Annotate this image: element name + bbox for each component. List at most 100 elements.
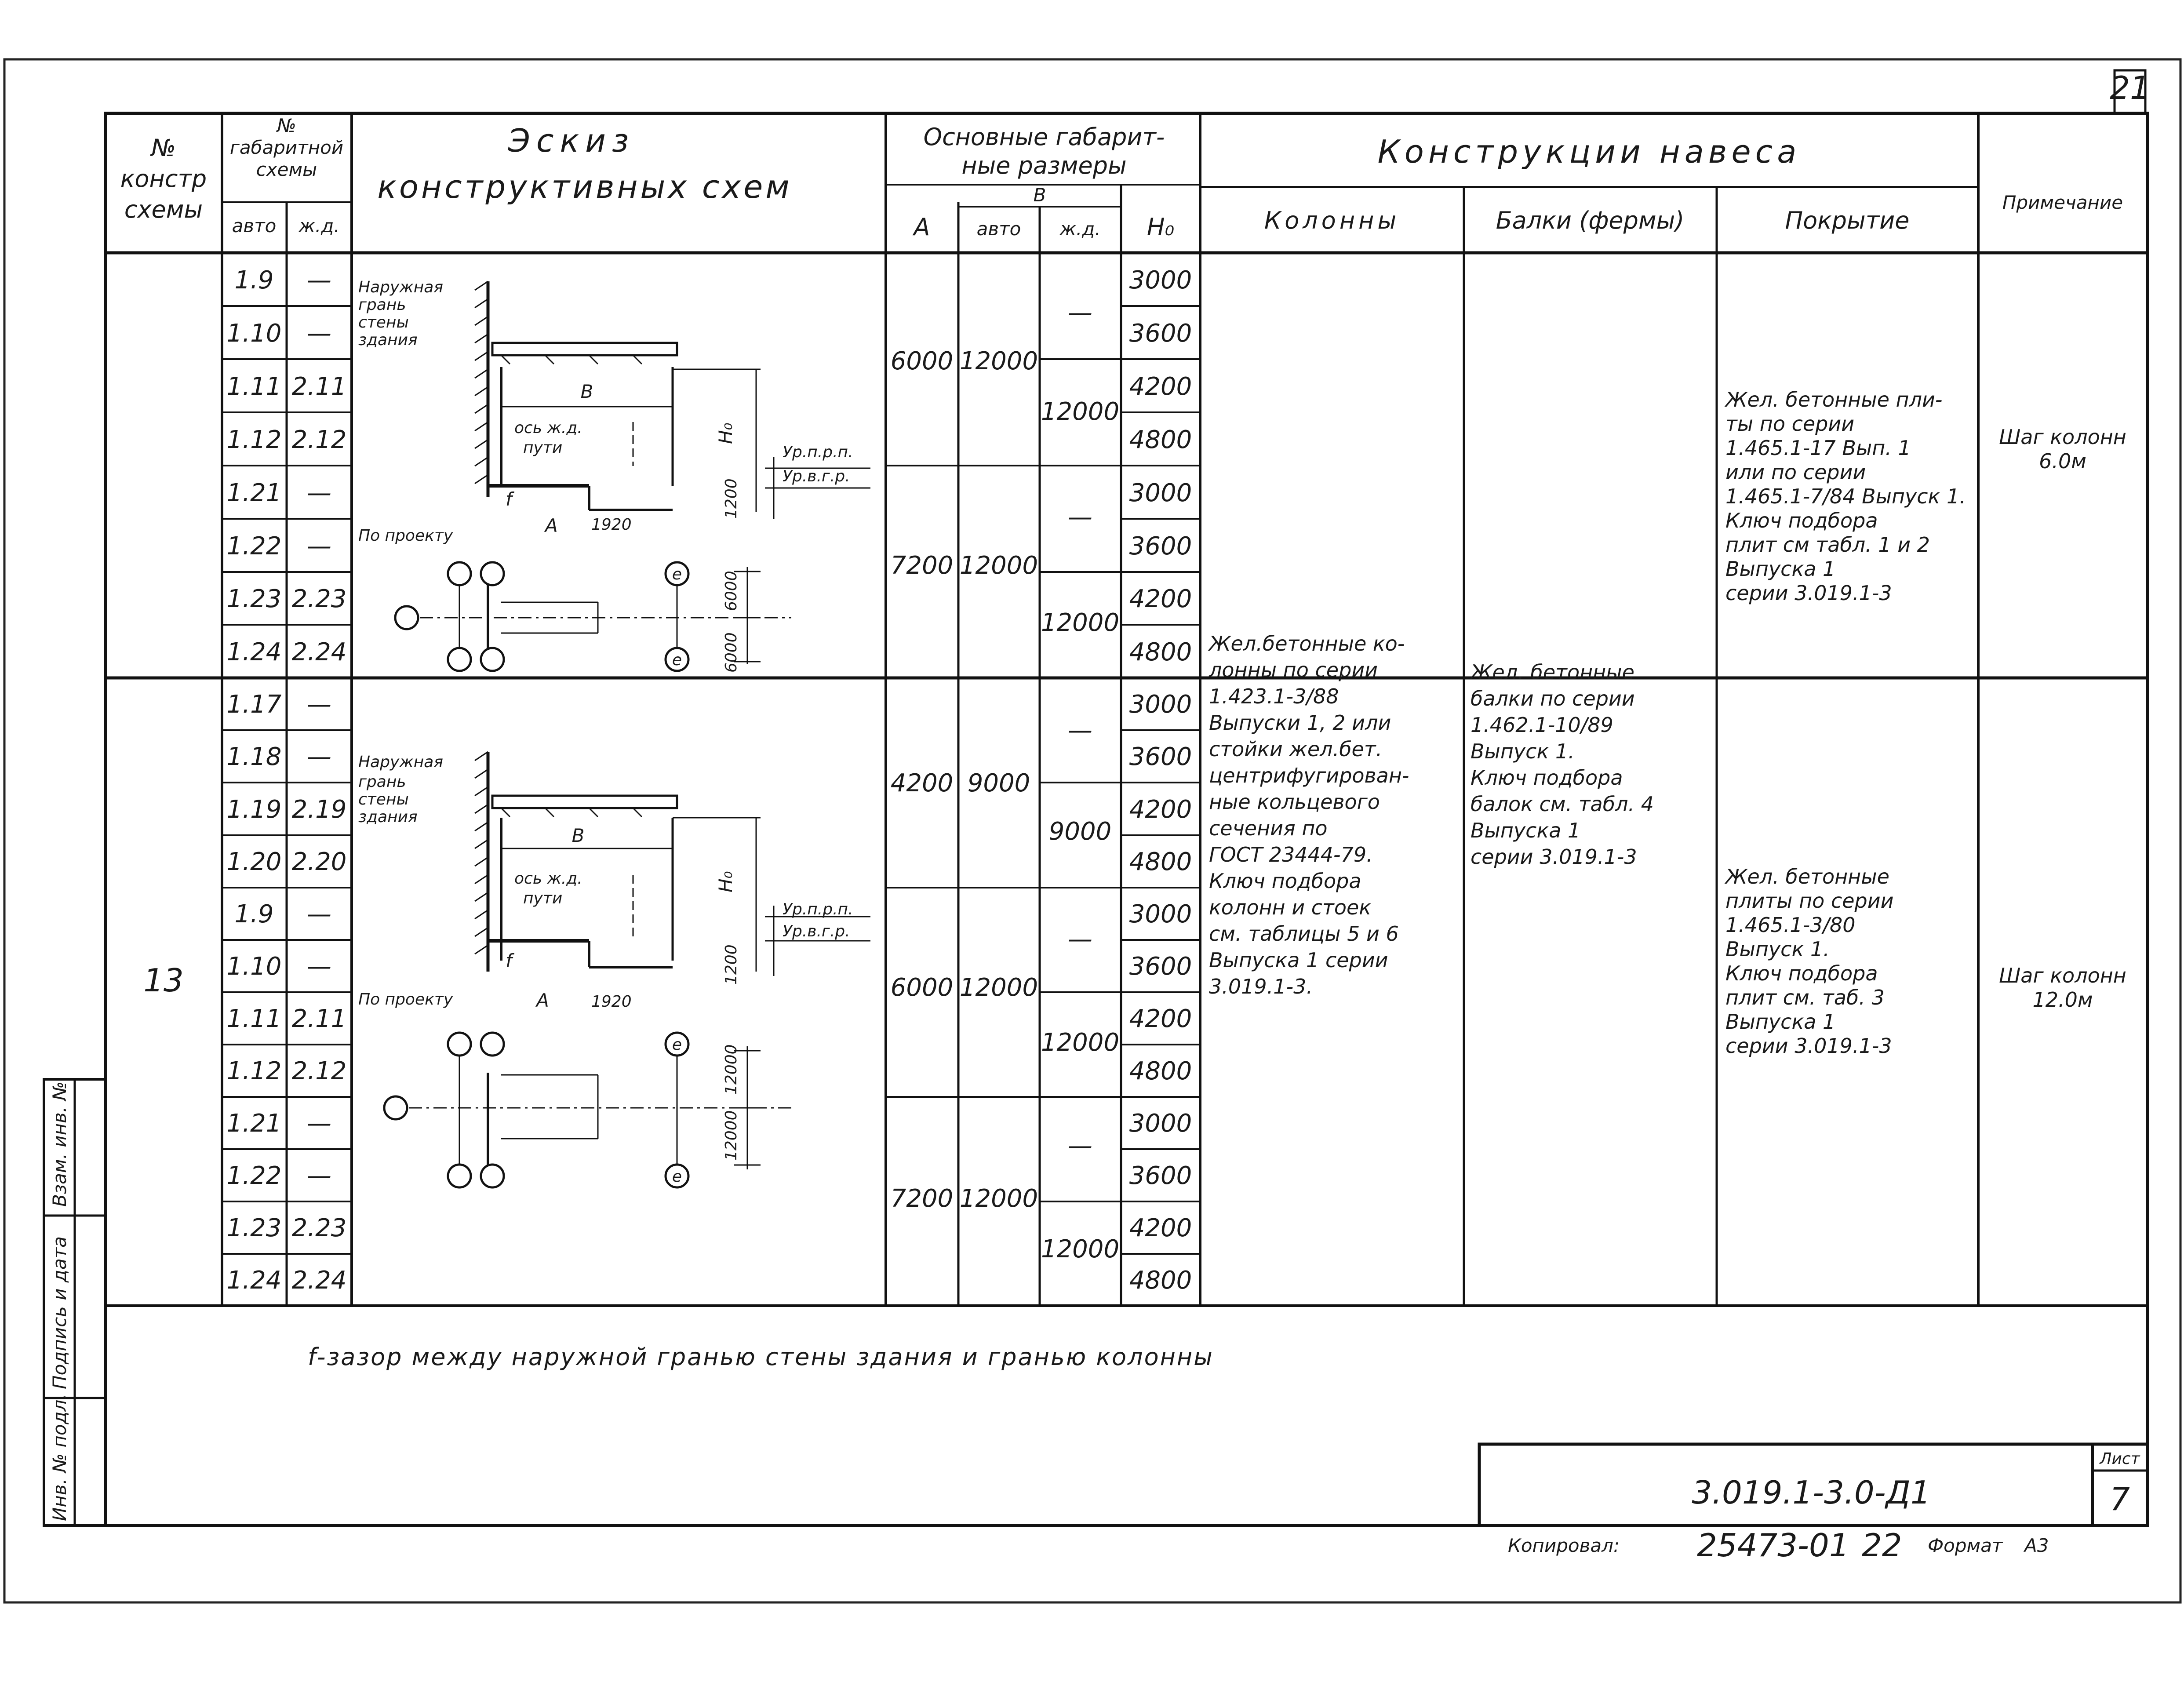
columns-text: центрифугирован- — [1209, 764, 1409, 787]
row-h0: 4800 — [1129, 848, 1192, 876]
dim-b-rail: 12000 — [1041, 1028, 1119, 1057]
dim-b-auto: 12000 — [960, 1184, 1038, 1213]
columns-text: Выпуски 1, 2 или — [1209, 711, 1391, 735]
header-note: Примечание — [2002, 192, 2123, 213]
dim-b-rail: 12000 — [1041, 397, 1119, 426]
beams-description: Жел. бетонные балки по серии 1.462.1-10/… — [1469, 660, 1654, 869]
row-rail: — — [307, 532, 331, 561]
sketch-wall-label: здания — [358, 331, 418, 349]
row-rail: — — [307, 1161, 331, 1190]
row-rail: — — [307, 952, 331, 981]
row-h0: 4200 — [1129, 1214, 1192, 1242]
dim-a: 4200 — [891, 769, 954, 797]
group2-rows: 13 1.17 — 3000 1.18 — 3600 1.19 2.19 420… — [143, 690, 2126, 1295]
sketch-dim-1200: 1200 — [722, 944, 740, 985]
sketch-wall-label: Наружная — [358, 278, 443, 296]
dim-b-rail: 12000 — [1041, 1235, 1119, 1263]
row-auto: 1.21 — [227, 1109, 282, 1138]
row-rail: — — [307, 690, 331, 719]
row-auto: 1.22 — [227, 1161, 282, 1190]
sketch-b-label: В — [572, 825, 585, 846]
sketch-level2: Ур.в.г.р. — [783, 922, 850, 940]
dim-b-rail: — — [1068, 1132, 1092, 1160]
sketch-canopy-12m — [383, 751, 870, 1189]
roof-text: Жел. бетонные пли- — [1724, 388, 1942, 411]
sketch-by-project: По проекту — [358, 527, 453, 545]
format-label: Формат — [1928, 1535, 2003, 1556]
roof-text: Жел. бетонные — [1724, 865, 1889, 888]
sketch-dim-12000: 12000 — [722, 1044, 740, 1095]
sketch-circle-label: е — [672, 565, 682, 583]
row-rail: 2.20 — [292, 848, 347, 876]
note-text: 6.0м — [2039, 449, 2086, 473]
dim-b-auto: 12000 — [960, 973, 1038, 1002]
row-rail: — — [307, 743, 331, 771]
sketch-level1: Ур.п.р.п. — [783, 900, 853, 918]
roof-text: или по серии — [1725, 460, 1866, 484]
beams-text: Выпуск 1. — [1471, 739, 1575, 763]
sketch-canopy-6m-labels: Наружная грань стены здания В ось ж.д. п… — [358, 278, 853, 673]
row-rail: 2.24 — [292, 638, 347, 666]
dim-b-rail: 9000 — [1049, 817, 1112, 846]
row-auto: 1.9 — [234, 900, 273, 928]
columns-text: стойки жел.бет. — [1209, 737, 1382, 761]
copy-number: 25473-01 — [1697, 1527, 1849, 1564]
header-columns: Колонны — [1264, 207, 1400, 234]
row-auto: 1.12 — [227, 1057, 282, 1085]
columns-text: Ключ подбора — [1209, 869, 1361, 893]
roof-text: плит см. таб. 3 — [1725, 986, 1885, 1009]
columns-text: 3.019.1-3. — [1209, 975, 1313, 998]
header-gabarit-rail: ж.д. — [298, 215, 340, 237]
roof-text: серии 3.019.1-3 — [1725, 1034, 1892, 1058]
row-rail: 2.12 — [292, 426, 347, 454]
beams-text: серии 3.019.1-3 — [1471, 845, 1637, 869]
row-auto: 1.23 — [227, 585, 282, 613]
table-header: № констр схемы № габаритной схемы авто ж… — [120, 115, 2123, 241]
header-scheme-no-1: № — [150, 134, 176, 162]
sketch-dim-1200: 1200 — [722, 478, 740, 519]
sketch-offset: 1920 — [591, 516, 632, 534]
roof-text: 1.465.1-17 Вып. 1 — [1725, 436, 1911, 460]
header-sketch-2: конструктивных схем — [377, 168, 792, 205]
columns-text: см. таблицы 5 и 6 — [1209, 922, 1399, 946]
columns-text: ные кольцевого — [1209, 790, 1380, 814]
note-text: Шаг колонн — [1999, 964, 2126, 987]
dim-b-rail: — — [1068, 503, 1092, 532]
beams-text: балок см. табл. 4 — [1471, 792, 1654, 816]
dim-a: 7200 — [891, 1184, 954, 1213]
beams-text: Ключ подбора — [1471, 766, 1623, 790]
dim-a: 6000 — [891, 973, 954, 1002]
row-auto: 1.19 — [227, 795, 282, 824]
sketch-wall-label: здания — [358, 808, 418, 826]
row-auto: 1.11 — [227, 372, 282, 401]
row-auto: 1.10 — [227, 319, 282, 348]
row-h0: 4200 — [1129, 372, 1192, 401]
dim-b-auto: 12000 — [960, 347, 1038, 375]
outer-frame — [3, 58, 2182, 1604]
roof-text: плит см табл. 1 и 2 — [1725, 533, 1930, 557]
columns-text: колонн и стоек — [1209, 896, 1371, 919]
row-rail: 2.11 — [292, 1005, 347, 1033]
title-stamp — [1478, 1442, 2149, 1527]
roof-text: Ключ подбора — [1725, 961, 1878, 985]
roof-text: 1.465.1-3/80 — [1725, 913, 1855, 937]
sketch-circle-label: е — [672, 651, 682, 669]
dim-b-auto: 12000 — [960, 551, 1038, 580]
header-dim-b-rail: ж.д. — [1059, 218, 1101, 240]
sketch-dim-6000: 6000 — [722, 571, 740, 611]
table-grid — [104, 112, 2149, 1307]
header-gabarit-auto: авто — [232, 215, 277, 237]
row-rail: 2.12 — [292, 1057, 347, 1085]
row-auto: 1.20 — [227, 848, 282, 876]
columns-text: лонны по серии — [1208, 658, 1378, 682]
sketch-rail-axis: ось ж.д. — [514, 870, 582, 888]
roof-text: 1.465.1-7/84 Выпуск 1. — [1725, 484, 1966, 508]
row-h0: 3000 — [1129, 266, 1192, 295]
row-rail: — — [307, 1109, 331, 1138]
side-stamp-inv: Инв. № подл. — [49, 1394, 70, 1521]
side-stamp: Инв. № подл. Подпись и дата Взам. инв. № — [43, 1078, 107, 1527]
header-beams: Балки (фермы) — [1496, 207, 1685, 234]
header-dims-2: ные размеры — [961, 152, 1126, 179]
corner-number: 21 — [2110, 69, 2150, 106]
row-h0: 4800 — [1129, 638, 1192, 666]
